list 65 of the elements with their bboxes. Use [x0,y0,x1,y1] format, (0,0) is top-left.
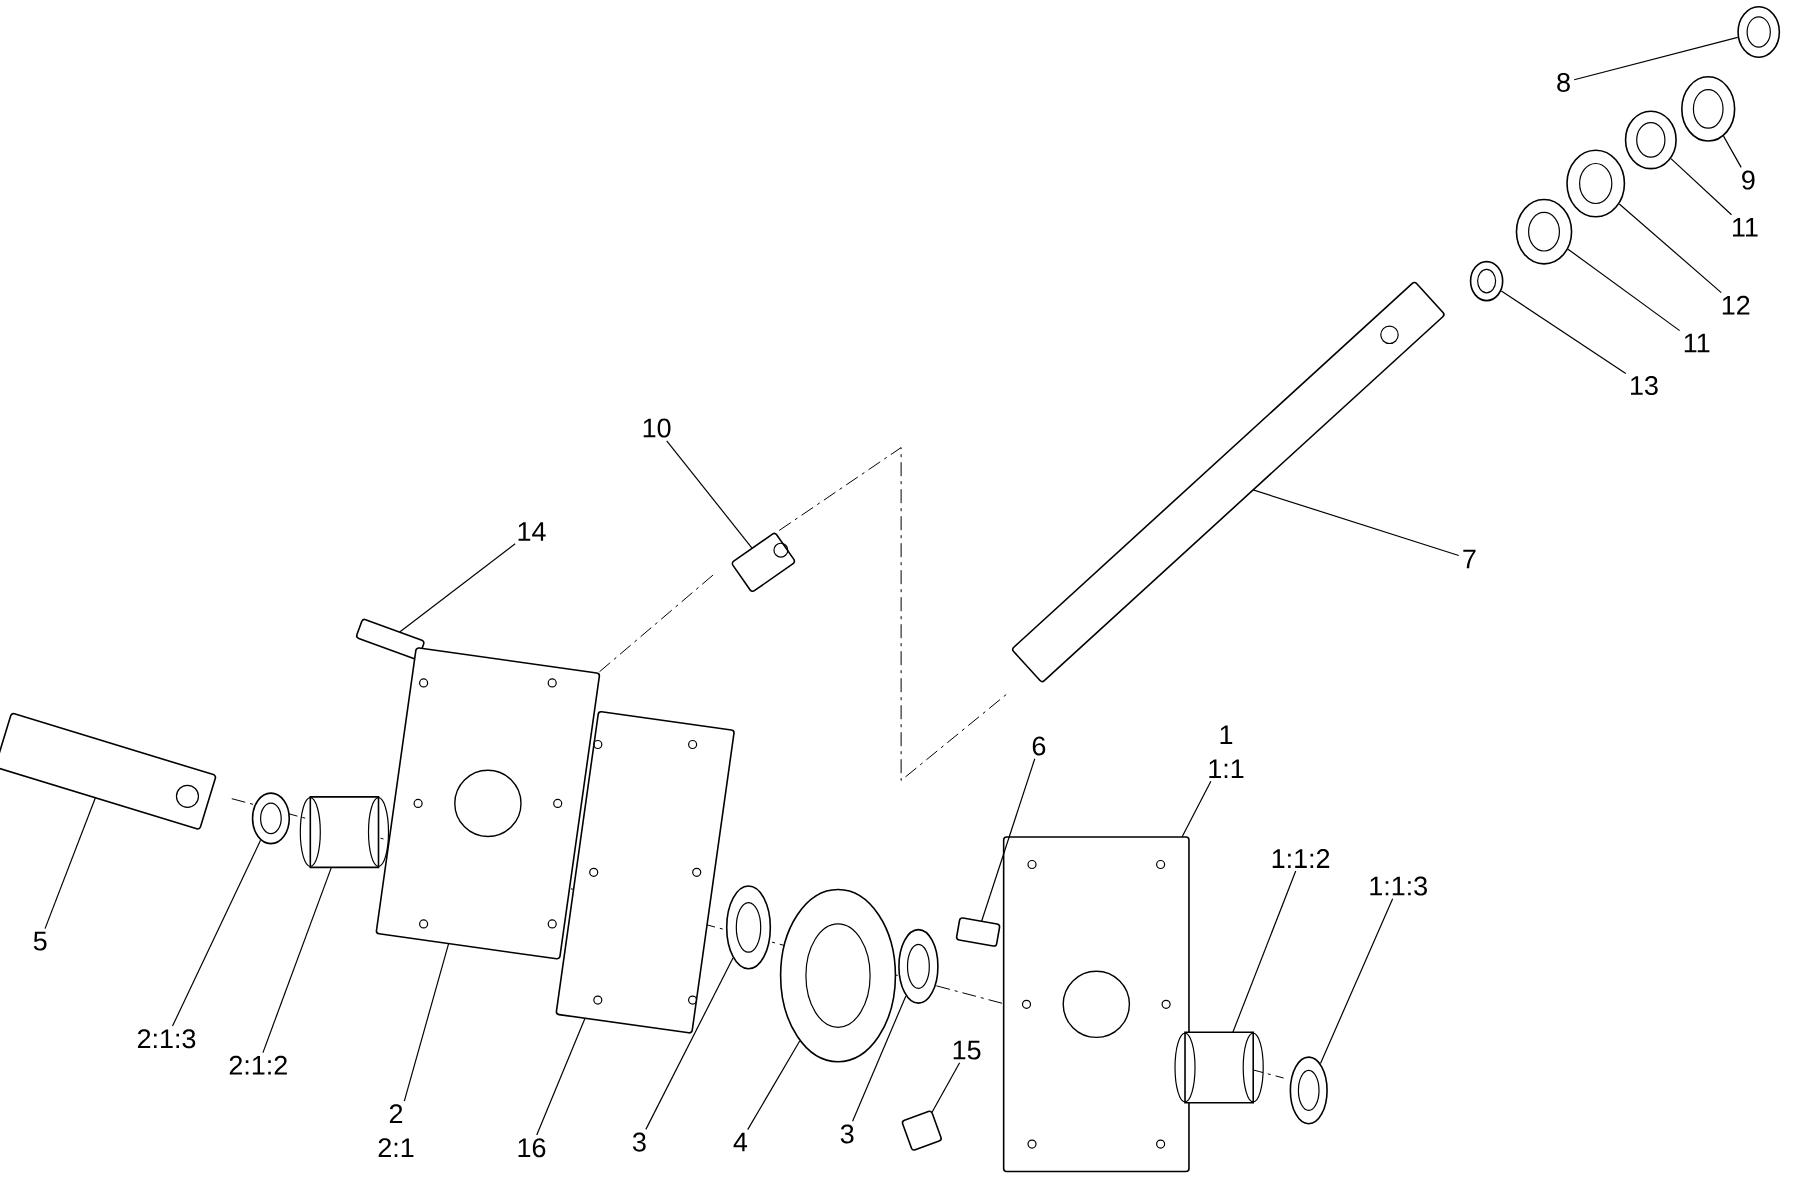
bushing [299,796,390,869]
leader-line [852,995,907,1122]
washer [725,885,772,970]
callout-number: 2:1:3 [137,1029,196,1049]
washer [1566,149,1626,218]
leader-line [1670,158,1733,216]
leader-line [1500,290,1627,375]
leader-line [747,1040,801,1131]
callout-number: 4 [733,1132,748,1152]
leader-line [645,957,734,1130]
callout-number: 1:1:3 [1370,876,1427,896]
gasket [555,710,735,1034]
leader-line [1567,248,1681,332]
housing [375,647,601,960]
callout-number: 3 [840,1124,854,1144]
bushing [731,532,796,593]
leader-line [1252,489,1460,557]
callout-number: 7 [1463,549,1476,569]
callout-number: 5 [33,931,47,951]
callout-number: 6 [1032,736,1046,756]
washer [1624,110,1677,170]
callout-number: 10 [643,418,671,438]
leader-line [171,839,262,1027]
key [955,917,1001,947]
callout-number: 16 [518,1138,546,1158]
ring [251,792,291,845]
leader-line [399,543,516,633]
tube [0,712,217,830]
callout-number: 2:1:2 [229,1055,287,1075]
callout-number: 1 1:1 [1209,725,1244,778]
callout-number: 12 [1722,295,1750,315]
leader-line [44,797,96,930]
leader-line [1722,135,1742,168]
leader-line [981,758,1036,922]
callout-number: 9 [1742,170,1755,190]
retaining-ring [1469,260,1504,302]
leader-line [536,1017,586,1136]
ring [1289,1056,1328,1125]
plug [901,1110,942,1151]
bushing [1174,1031,1264,1104]
bushing [1681,75,1736,142]
callout-number: 2 2:1 [378,1104,414,1157]
shaft [1012,281,1445,683]
leader-line [666,440,753,549]
callout-number: 11 [1733,217,1758,237]
leader-line [931,1062,961,1114]
callout-number: 8 [1557,72,1570,92]
leader-line [1618,203,1722,294]
callout-number: 15 [953,1040,981,1060]
callout-number: 13 [1631,376,1658,396]
washer [1515,198,1573,265]
callout-number: 14 [518,522,546,541]
seal [1737,5,1781,59]
housing [1002,836,1190,1173]
leader-line [1232,870,1297,1033]
leader-line [1181,780,1212,838]
leader-line [403,943,450,1102]
callout-number: 3 [632,1132,646,1152]
leader-line [262,866,332,1054]
callout-number: 1:1:2 [1272,849,1330,868]
leader-line [1319,898,1394,1065]
washer [898,928,939,1004]
leader-line [1573,36,1739,81]
bolt [355,618,425,660]
callout-number: 11 [1684,333,1710,353]
